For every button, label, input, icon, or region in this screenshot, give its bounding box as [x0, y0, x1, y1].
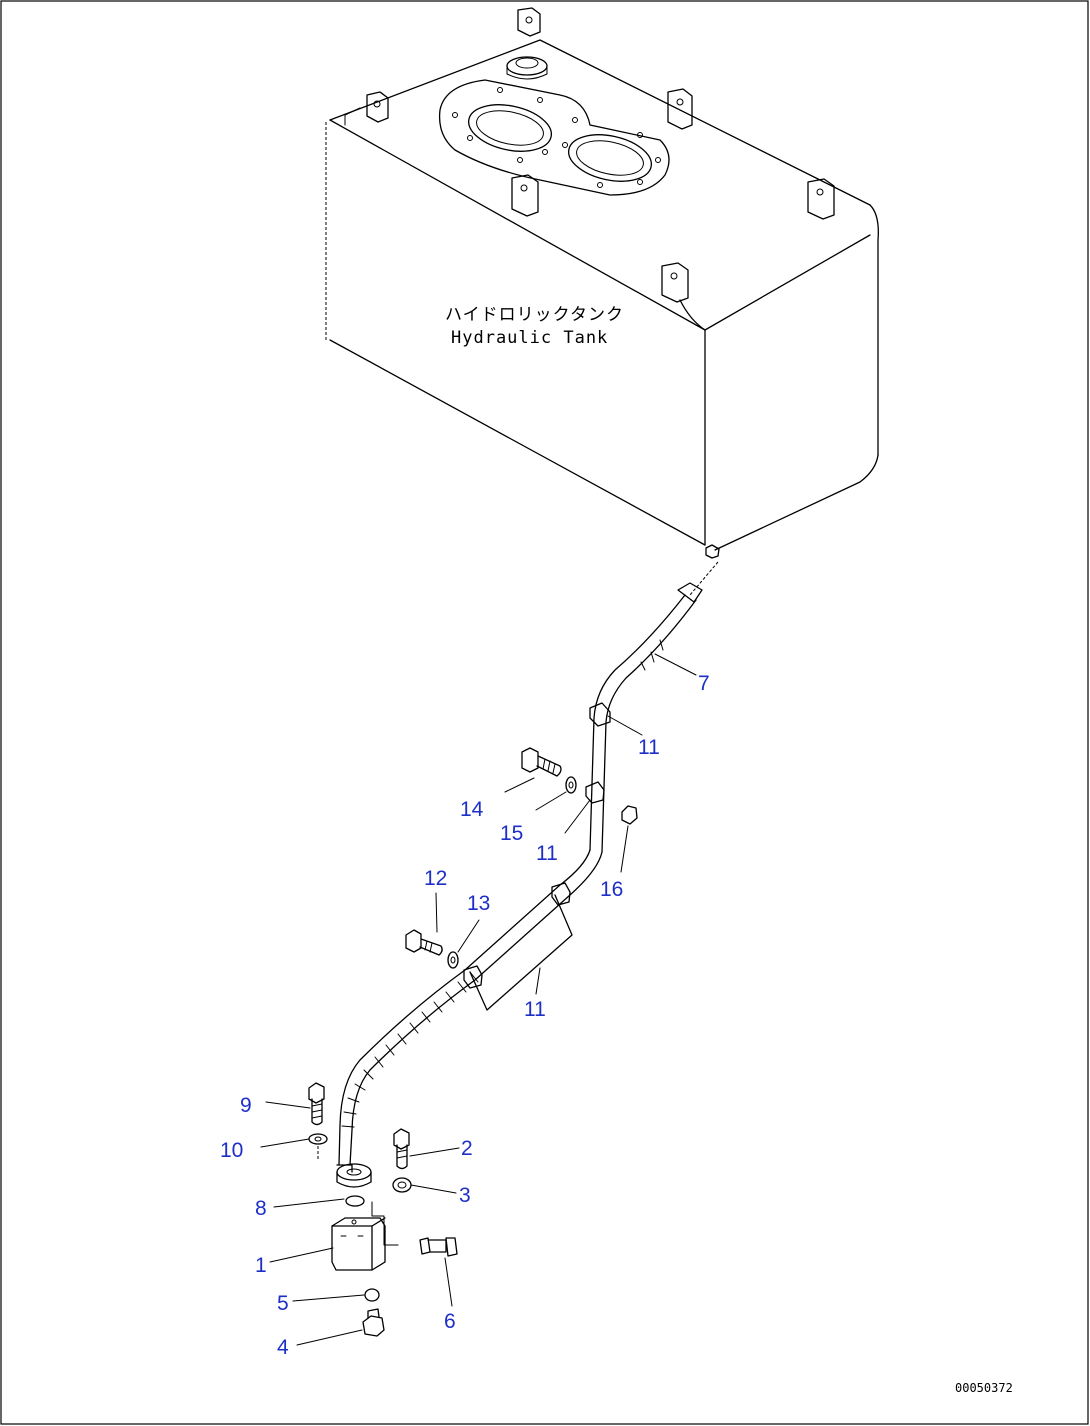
- drawing-id: 00050372: [955, 1381, 1013, 1395]
- callout-16: 16: [600, 878, 623, 901]
- bolt-14: [521, 747, 562, 777]
- callout-14: 14: [460, 798, 484, 821]
- callout-9: 9: [240, 1094, 252, 1117]
- tank-drain-outlet: [689, 544, 720, 596]
- callout-10: 10: [220, 1139, 243, 1162]
- tank-label-japanese: ハイドロリックタンク: [445, 305, 624, 325]
- tank-mounting-brackets: [366, 7, 835, 303]
- callout-11a: 11: [638, 736, 660, 759]
- hose-clamp-middle: [585, 781, 605, 804]
- seal-5: [364, 1288, 380, 1302]
- callout-8: 8: [255, 1197, 267, 1220]
- washer-13: [447, 951, 459, 969]
- callout-12: 12: [424, 867, 447, 890]
- washer-10: [308, 1133, 328, 1160]
- callout-7: 7: [698, 672, 710, 695]
- part-callouts: 7 11 14 15 11 16 12 13 11 9 10 2 3 8 1 5…: [220, 672, 710, 1359]
- callout-4: 4: [277, 1336, 289, 1359]
- callout-11c: 11: [524, 998, 546, 1021]
- callout-5: 5: [277, 1292, 289, 1315]
- tank-label-english: Hydraulic Tank: [451, 328, 608, 348]
- callout-13: 13: [467, 892, 490, 915]
- nut-16: [621, 805, 638, 825]
- drain-hose-assembly: [336, 582, 703, 1188]
- callout-3: 3: [459, 1184, 471, 1207]
- fitting-6: [419, 1237, 458, 1257]
- valve-block-1: [331, 1201, 399, 1271]
- callout-15: 15: [500, 822, 523, 845]
- tank-top-flange: [438, 79, 670, 196]
- washer-3: [392, 1177, 412, 1193]
- hose-clamp-lower-a: [551, 882, 571, 906]
- hose-clamp-lower-b: [463, 965, 483, 989]
- leader-lines: [260, 653, 697, 1346]
- bolt-9: [308, 1082, 325, 1126]
- callout-2: 2: [461, 1137, 473, 1160]
- bolt-12: [405, 929, 443, 956]
- hose-clamp-upper: [589, 702, 611, 727]
- hose-end-flange: [336, 1163, 372, 1188]
- bolt-2: [393, 1128, 410, 1170]
- tank-breather-cap: [506, 56, 548, 80]
- callout-1: 1: [255, 1254, 267, 1277]
- callout-6: 6: [444, 1310, 456, 1333]
- spiral-protector: [341, 971, 479, 1128]
- callout-11b: 11: [536, 842, 558, 865]
- washer-15: [565, 776, 577, 794]
- o-ring-8: [345, 1195, 365, 1207]
- hydraulic-tank: ハイドロリックタンク Hydraulic Tank: [325, 7, 879, 596]
- plug-4: [362, 1308, 385, 1337]
